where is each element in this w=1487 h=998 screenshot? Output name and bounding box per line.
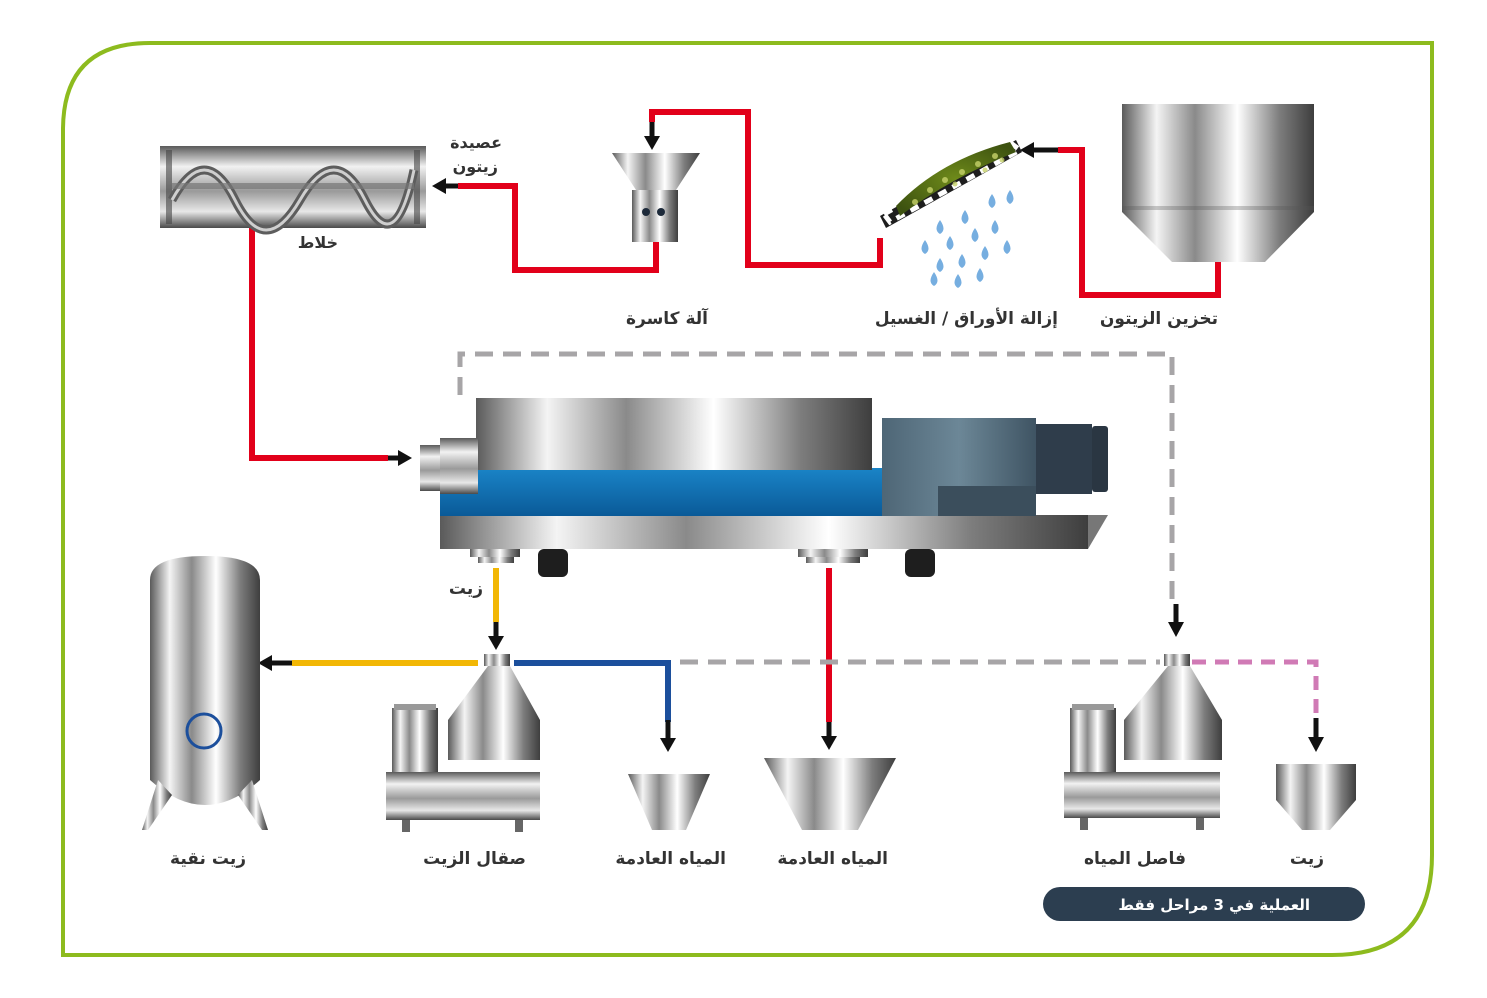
yellow-pipes	[292, 568, 499, 666]
wastewater-hopper-2	[764, 758, 896, 830]
process-stages-badge: العملية في 3 مراحل فقط	[1043, 887, 1365, 921]
label-wastewater-1: المياه العادمة	[615, 849, 726, 869]
label-olive-storage: تخزين الزيتون	[1100, 309, 1218, 329]
gray-dashed-pipes	[457, 351, 1175, 665]
label-olive-paste-line2: زيتون	[453, 157, 498, 176]
leaf-removal-washer	[880, 140, 1025, 288]
water-drops	[921, 190, 1014, 288]
flow-arrows	[388, 122, 1058, 750]
frame-border	[61, 41, 1434, 957]
pink-dashed-pipe	[1192, 659, 1319, 718]
label-oil-outlet: زيت	[449, 579, 483, 599]
oil-hopper-right	[1276, 764, 1356, 830]
label-wastewater-2: المياه العادمة	[777, 849, 888, 869]
oil-polisher-machine	[386, 654, 540, 832]
red-pipes	[249, 109, 1221, 722]
label-mixer: خلاط	[298, 233, 338, 252]
badge-text: العملية في 3 مراحل فقط	[1118, 896, 1310, 914]
label-pure-oil: زيت نقية	[170, 849, 246, 869]
mixer-machine	[160, 146, 426, 235]
crusher-machine	[612, 153, 700, 242]
pure-oil-tank	[142, 556, 268, 830]
wastewater-hopper-1	[628, 774, 710, 830]
label-oil-polisher: صقال الزيت	[423, 849, 526, 869]
label-olive-paste-line1: عصيدة	[450, 133, 502, 152]
olive-storage-silo	[1122, 104, 1314, 262]
label-crusher: آلة كاسرة	[626, 307, 709, 329]
decanter-centrifuge	[420, 398, 1108, 577]
label-water-separator: فاصل المياه	[1084, 849, 1186, 869]
pink-arrow	[1308, 718, 1324, 752]
blue-arrow	[660, 720, 676, 752]
blue-pipe	[514, 660, 671, 722]
yellow-arrows	[258, 622, 504, 671]
label-leaf-removal-washing: إزالة الأوراق / الغسيل	[875, 308, 1058, 329]
label-oil-right: زيت	[1290, 849, 1324, 869]
water-separator-machine	[1064, 654, 1222, 830]
gray-arrow	[1168, 604, 1184, 637]
